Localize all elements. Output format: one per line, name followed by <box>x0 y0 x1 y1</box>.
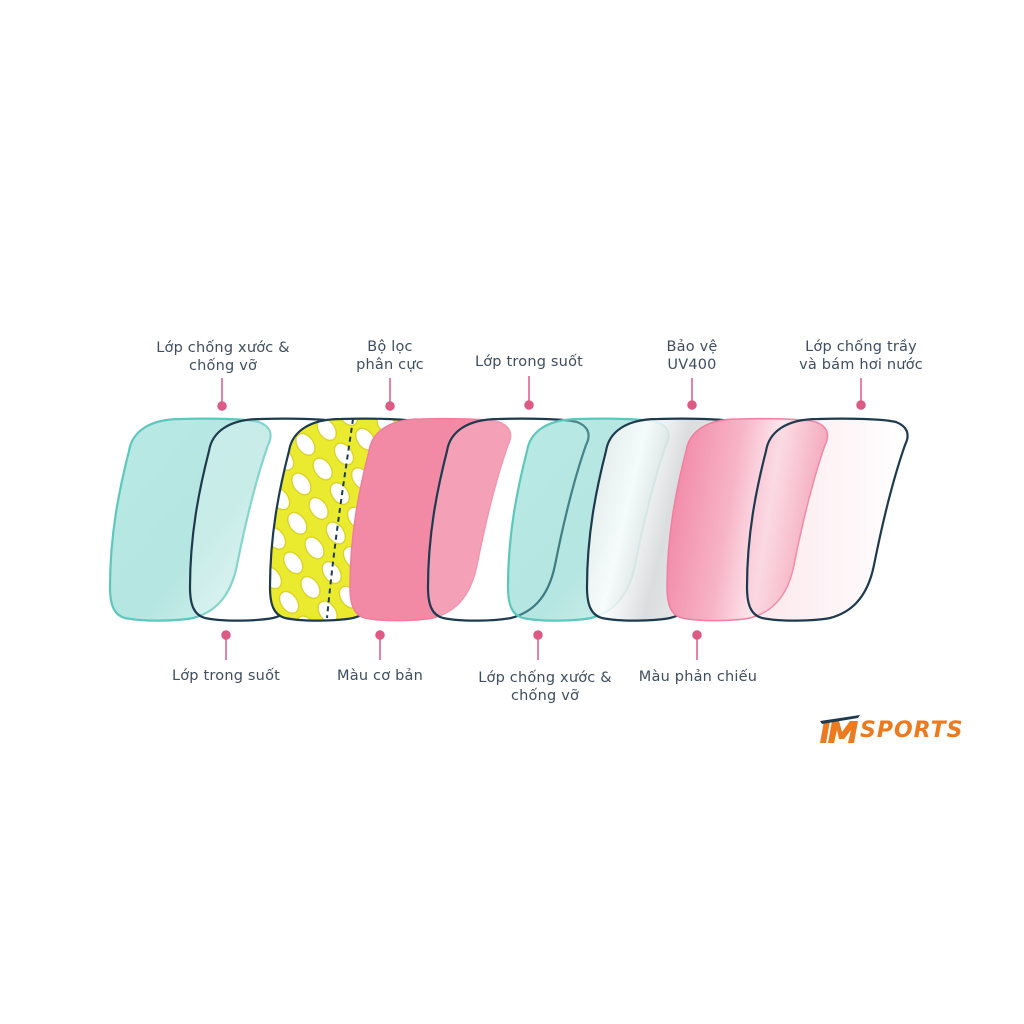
bottom-leaders <box>221 630 702 660</box>
lens-layer-9-anti-fog <box>745 417 909 622</box>
label-base-color: Màu cơ bản <box>337 668 423 684</box>
logo-text: SPORTS <box>860 717 964 743</box>
imsports-logo: SPORTS <box>818 713 963 747</box>
lens-layer-3-polarizing-filter <box>268 417 432 622</box>
label-scratch-resistant-bottom: Lớp chống xước & chống vỡ <box>478 670 612 704</box>
label-mirror-color: Màu phản chiếu <box>638 669 758 685</box>
im-logo-mark <box>820 715 860 743</box>
label-polarizing-filter: Bộ lọc phân cực <box>356 339 424 373</box>
top-leaders <box>217 376 866 411</box>
label-uv400: Bảo vệ UV400 <box>666 339 718 373</box>
label-clear-layer-bottom: Lớp trong suốt <box>171 668 281 684</box>
label-scratch-resistant-top: Lớp chống xước & chống vỡ <box>156 340 290 374</box>
label-anti-fog: Lớp chống trầy và bám hơi nước <box>799 339 923 373</box>
label-clear-layer-top: Lớp trong suốt <box>474 354 584 370</box>
